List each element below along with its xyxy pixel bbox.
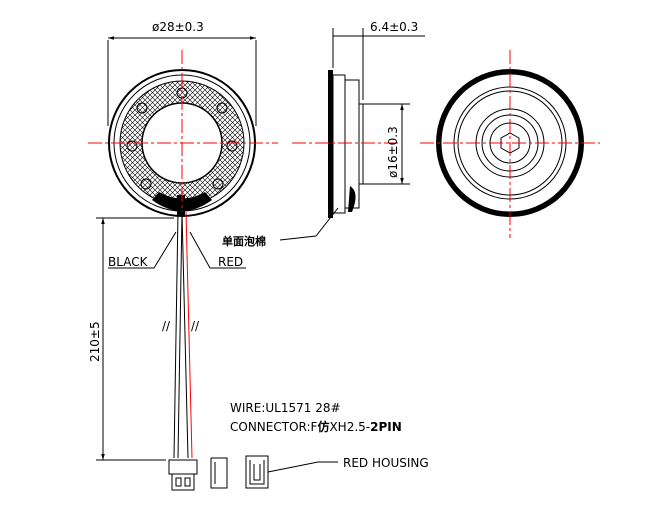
connector-housing [245,455,269,489]
leads: // // BLACK RED 210±5 [88,211,246,461]
dim-outer-diameter: ø28±0.3 [152,20,204,34]
connector-note: CONNECTOR:F仿XH2.5-2PIN [230,419,402,434]
foam-leader [279,207,339,241]
mount-hole [216,102,228,114]
connector-pin [175,477,182,487]
housing-latch [249,460,265,485]
side-view: 6.4±0.3 ø16±0.3 单面泡棉 [222,20,425,248]
side-magnet [358,103,364,185]
red-leader [189,231,246,269]
mount-hole [226,140,238,152]
mount-hole [126,140,138,152]
spec-notes: WIRE:UL1571 28# CONNECTOR:F仿XH2.5-2PIN [230,401,402,434]
black-label: BLACK [108,255,149,269]
mount-hole [136,102,148,114]
mount-hole [212,178,224,190]
connector-cn: 仿 [317,419,329,434]
dim-thickness: 6.4±0.3 [370,20,418,34]
red-wire-a [181,211,189,459]
red-wire-b [185,211,193,459]
dim-inner-diameter: ø16±0.3 [386,126,400,178]
break-mark: // [191,319,200,333]
black-wire-a [173,211,179,459]
connector-model: XH2.5- [329,420,370,434]
connector-pins: 2PIN [370,420,402,434]
connector-top [168,459,198,475]
black-wire-b [177,211,183,459]
black-leader [108,231,177,269]
dim-lead-length: 210±5 [88,321,102,362]
red-label: RED [218,255,243,269]
connector-pin [184,477,191,487]
front-view: ø28±0.3 [88,20,278,236]
side-terminal [348,186,356,212]
wire-note: WIRE:UL1571 28# [230,401,341,415]
foam-label: 单面泡棉 [222,234,266,248]
terminal-slot [177,195,185,215]
side-body [332,74,346,214]
break-mark: // [162,319,171,333]
side-flange [328,70,333,218]
mount-hole [140,178,152,190]
housing-leader [267,461,338,473]
housing-label: RED HOUSING [343,456,429,470]
back-view [420,50,600,238]
connector-body [171,473,195,491]
connector-prefix: CONNECTOR:F [230,420,318,434]
connector-side [210,457,228,489]
connector: RED HOUSING [168,455,429,491]
